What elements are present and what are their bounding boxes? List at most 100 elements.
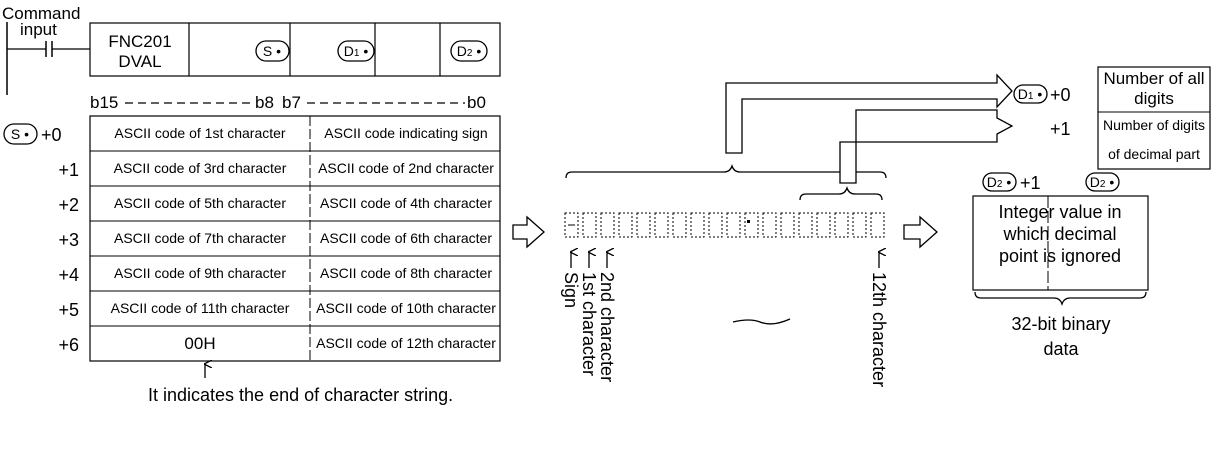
d2-frame [972,195,1149,291]
d2-line2: which decimal [1002,224,1116,244]
operand-d1-badge: D1 • [337,40,375,62]
instruction-box [89,22,501,77]
cell-0-low: ASCII code indicating sign [324,125,487,141]
operand-d2-badge: D2 • [450,40,488,62]
omission-tilde [732,318,791,325]
offset-3: +3 [58,230,79,250]
svg-text:D2 •: D2 • [1090,174,1115,190]
bit-label-b0: b0 [467,93,486,112]
offset-5: +5 [58,300,79,320]
d1-table-sub: 1 [1028,91,1034,102]
operand-s-row-badge: S • [3,123,38,145]
offset-4: +4 [58,265,79,285]
label-sign: Sign [561,272,581,308]
offset-0: +0 [41,125,62,145]
cell-5-low: ASCII code of 10th character [316,300,496,316]
hollow-arrow-to-display [512,215,545,249]
character-cell [672,212,687,238]
offset-6: +6 [58,335,79,355]
character-cell [690,212,705,238]
cell-2-high: ASCII code of 5th character [114,195,286,211]
bit-label-b15: b15 [90,93,118,112]
d2-offset-high: +1 [1020,173,1041,193]
d2-line1: Integer value in [998,202,1121,222]
character-cell [780,212,795,238]
source-table-frame [89,115,501,362]
character-cell [708,212,723,238]
d2-line3: point is ignored [999,246,1121,266]
svg-text:D1 •: D1 • [344,43,369,59]
brace-all-digits [565,163,887,179]
cell-0-high: ASCII code of 1st character [114,125,286,141]
cell-5-high: ASCII code of 11th character [111,300,290,316]
brace-decimal-digits [799,185,883,201]
d1-row0-line2: digits [1134,89,1174,108]
d1-row0-line1: Number of all [1103,69,1204,88]
d1-offset-0: +0 [1050,85,1071,105]
cell-2-low: ASCII code of 4th character [320,195,492,211]
d1-table-letter: D [1018,86,1028,102]
operand-d1-sub: 1 [354,48,360,59]
offset-1: +1 [58,160,79,180]
svg-text:D1 •: D1 • [1018,86,1043,102]
operand-d2-sub: 2 [467,48,473,59]
operand-d1-letter: D [344,43,354,59]
cell-6-low: ASCII code of 12th character [316,335,496,351]
d1-table: D1 • +0 +1 Number of all digits Number o… [1013,66,1211,170]
fnc-mnemonic: DVAL [118,52,161,71]
d2-caption-line2: data [1043,339,1079,359]
operand-d2-high-badge: D2 • [982,172,1017,192]
hollow-arrow-to-d2 [903,215,938,249]
cell-4-low: ASCII code of 8th character [320,265,492,281]
cell-1-low: ASCII code of 2nd character [318,160,494,176]
character-cell [798,212,813,238]
d1-row1-line2: of decimal part [1108,146,1200,162]
d1-offset-1: +1 [1050,119,1071,139]
character-cell [762,212,777,238]
cell-4-high: ASCII code of 9th character [114,265,286,281]
svg-text:S •: S • [11,126,29,142]
d2-caption-line1: 32-bit binary [1011,314,1110,334]
offset-2: +2 [58,195,79,215]
label-2nd-character: 2nd character [597,272,617,382]
character-cell [870,212,885,238]
character-cell [582,212,597,238]
operand-s-badge: S • [255,40,290,62]
operand-d2-letter: D [457,43,467,59]
character-cell [618,212,633,238]
command-label-line2: input [20,20,57,39]
character-cell [636,212,651,238]
source-table: b15 b8 b7 b0 S • +0 +1 +2 +3 +4 +5 +6 AS… [3,93,501,405]
cell-1-high: ASCII code of 3rd character [114,160,287,176]
character-cell [816,212,831,238]
end-of-string-note: It indicates the end of character string… [148,385,453,405]
cell-3-low: ASCII code of 6th character [320,230,492,246]
fnc-number: FNC201 [108,32,171,51]
bit-label-b8: b8 [255,93,274,112]
ladder-instruction: Command input FNC201 DVAL S • D1 • D2 • [2,4,501,95]
character-pointers [571,252,879,268]
d2-block: D2 • +1 D2 • Integer value in which deci… [972,172,1149,359]
hollow-arrow-to-d1-decimal [839,109,1014,184]
label-1st-character: 1st character [579,272,599,376]
character-cell [654,212,669,238]
cell-6-high: 00H [184,334,215,353]
character-display [564,212,885,238]
svg-text:D2 •: D2 • [457,43,482,59]
character-cell [726,212,741,238]
command-label-line1: Command [2,4,80,23]
svg-text:S •: S • [263,43,281,59]
character-cell [834,212,849,238]
character-cell [852,212,867,238]
d1-row1-line1: Number of digits [1103,117,1205,133]
character-cell [564,212,579,238]
table-operand-s-letter: S [11,126,20,142]
character-cell [744,212,759,238]
d1-table-frame [1097,66,1211,170]
cell-3-high: ASCII code of 7th character [114,230,286,246]
character-cell [600,212,615,238]
svg-text:D2 •: D2 • [987,174,1012,190]
label-12th-character: 12th character [869,272,889,387]
